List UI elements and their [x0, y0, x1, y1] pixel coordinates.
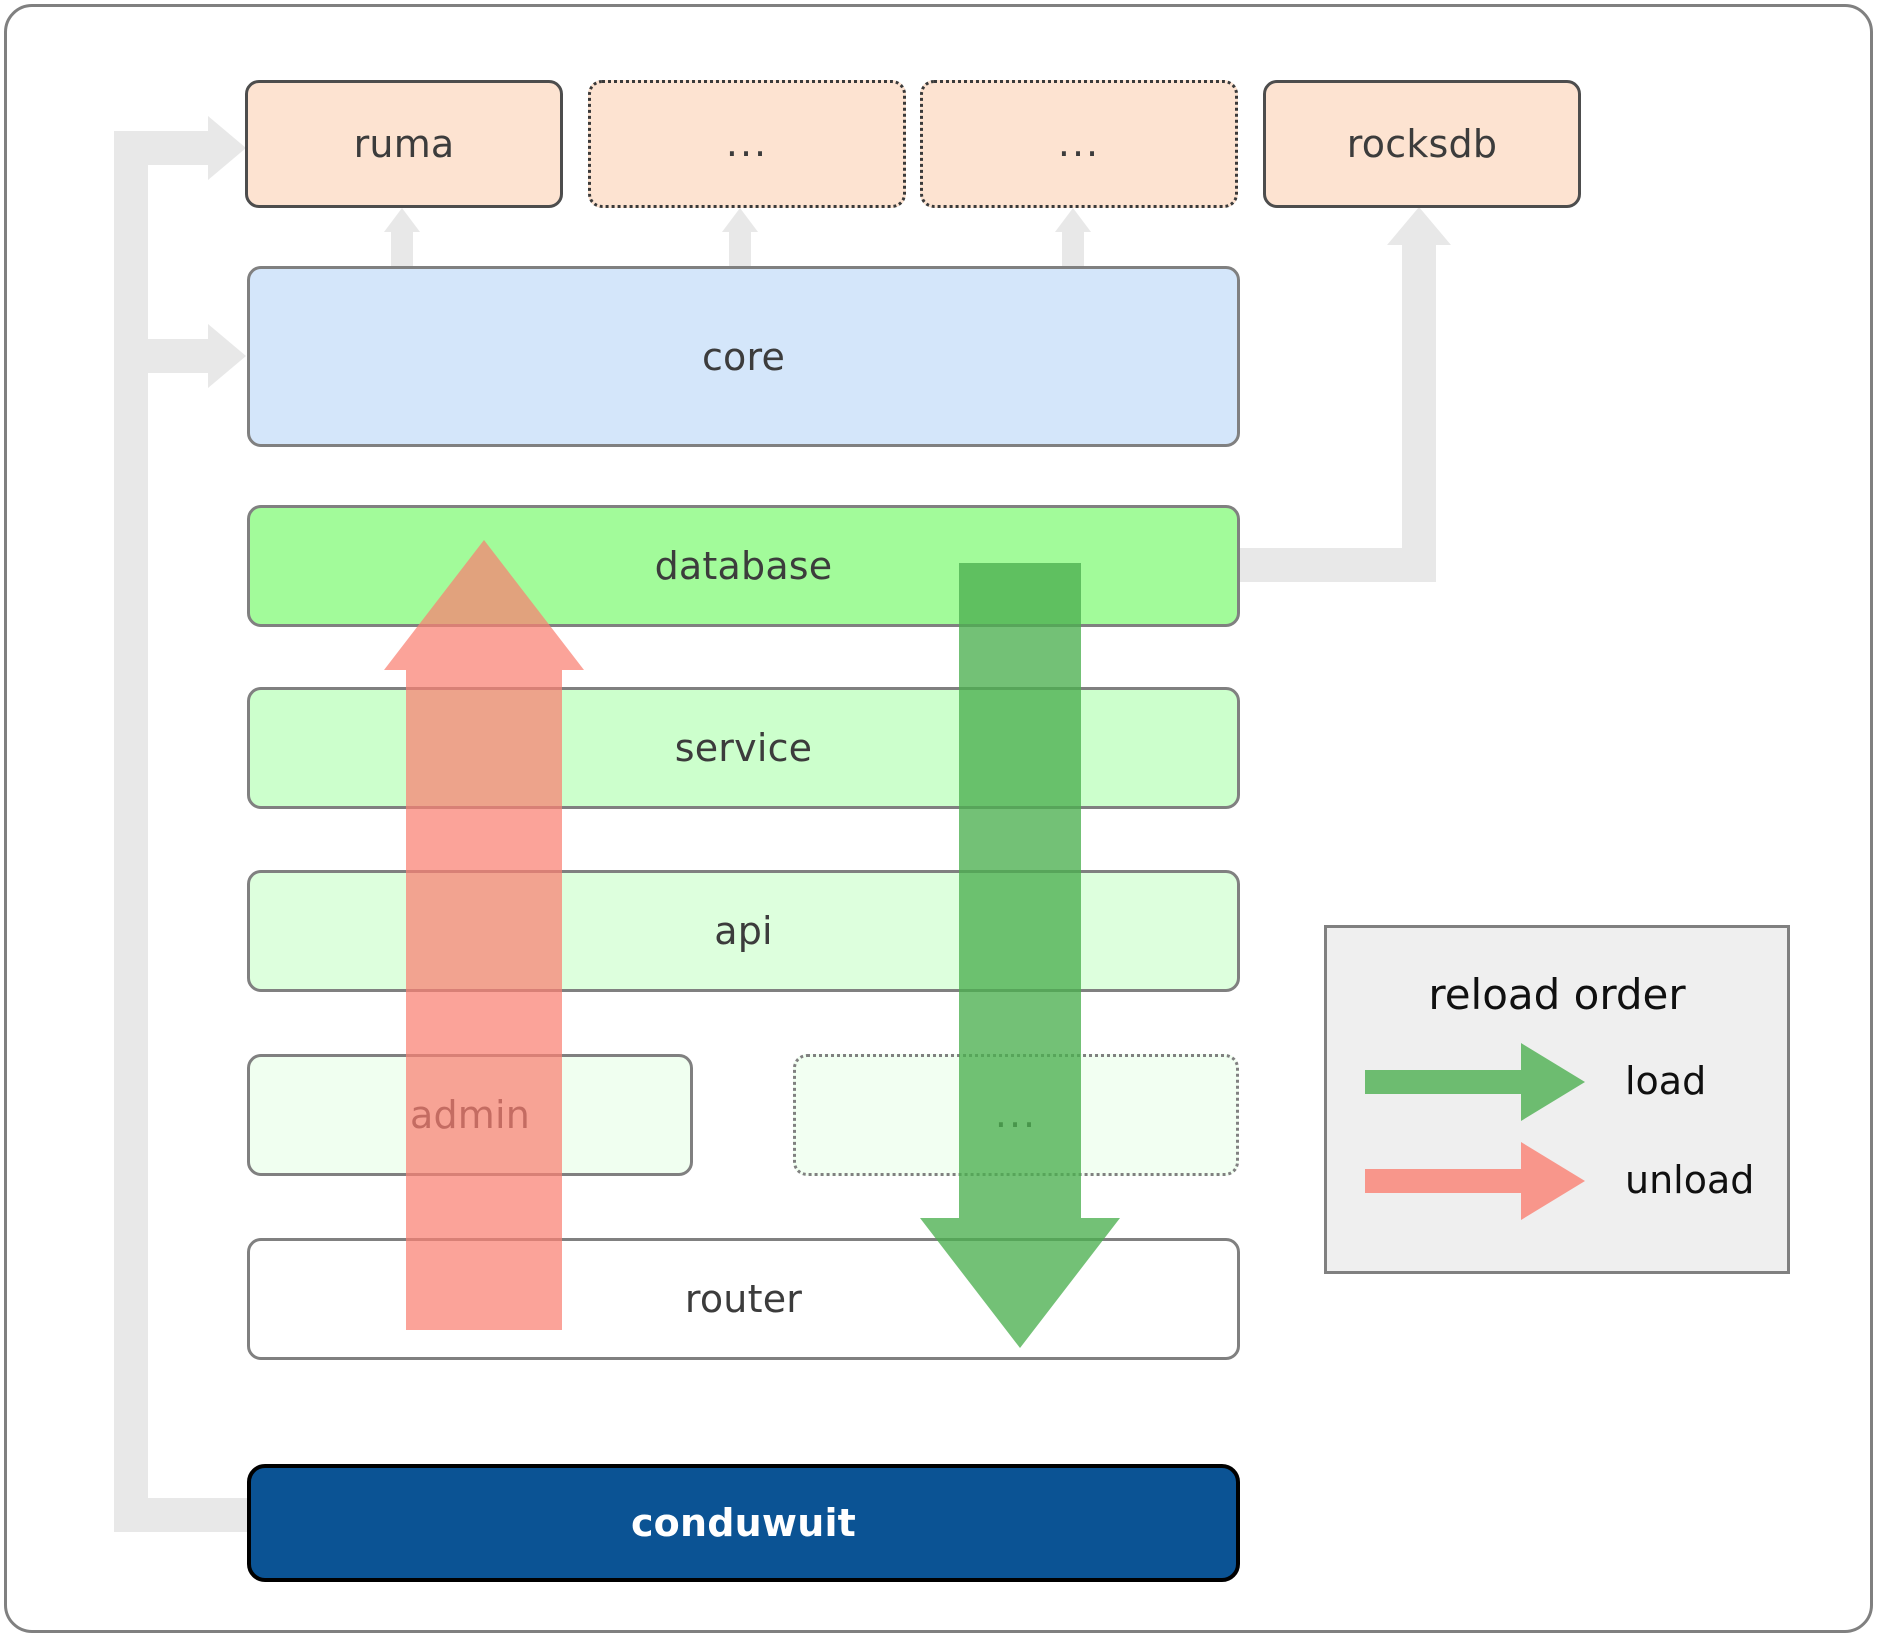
node-dep-ellipsis-1-label: ... — [725, 121, 769, 166]
connector-arrowhead-ruma — [208, 116, 246, 180]
node-rocksdb[interactable]: rocksdb — [1263, 80, 1581, 208]
connector-left-branch-core — [114, 339, 218, 373]
node-core-label: core — [701, 334, 786, 379]
connector-core-to-ruma-head — [384, 208, 420, 232]
node-database[interactable]: database — [247, 505, 1240, 627]
node-conduwuit-label: conduwuit — [630, 1501, 857, 1545]
connector-core-to-dep1-head — [722, 208, 758, 232]
node-api-label: api — [714, 909, 773, 953]
node-dep-ellipsis-2[interactable]: ... — [920, 80, 1238, 208]
node-conduwuit[interactable]: conduwuit — [247, 1464, 1240, 1582]
connector-database-horizontal — [1232, 548, 1420, 582]
connector-left-bottom-horizontal — [114, 1498, 248, 1532]
node-ruma[interactable]: ruma — [245, 80, 563, 208]
connector-arrowhead-rocksdb — [1387, 207, 1451, 245]
node-router[interactable]: router — [247, 1238, 1240, 1360]
legend-unload-label: unload — [1625, 1158, 1755, 1202]
connector-rocksdb-vertical — [1402, 245, 1436, 582]
node-sublayer-ellipsis[interactable]: ... — [793, 1054, 1239, 1176]
connector-left-branch-ruma — [114, 131, 218, 165]
legend-box: reload order load unload — [1324, 925, 1790, 1274]
node-sublayer-ellipsis-label: ... — [994, 1092, 1038, 1137]
diagram-frame — [4, 4, 1873, 1633]
node-dep-ellipsis-1[interactable]: ... — [588, 80, 906, 208]
connector-core-to-ruma-shaft — [391, 230, 413, 270]
legend-load-arrow — [1365, 1043, 1585, 1121]
node-router-label: router — [684, 1277, 803, 1321]
node-database-label: database — [654, 544, 833, 588]
node-ruma-label: ruma — [353, 122, 455, 166]
connector-core-to-dep2-head — [1055, 208, 1091, 232]
node-service-label: service — [674, 726, 813, 770]
node-service[interactable]: service — [247, 687, 1240, 809]
legend-title: reload order — [1428, 970, 1686, 1019]
node-core[interactable]: core — [247, 266, 1240, 447]
connector-core-to-dep1-shaft — [729, 230, 751, 270]
node-api[interactable]: api — [247, 870, 1240, 992]
node-dep-ellipsis-2-label: ... — [1057, 121, 1101, 166]
node-admin-label: admin — [409, 1093, 531, 1137]
connector-arrowhead-core — [208, 324, 246, 388]
legend-load-label: load — [1625, 1059, 1707, 1103]
node-rocksdb-label: rocksdb — [1346, 122, 1498, 166]
connector-core-to-dep2-shaft — [1062, 230, 1084, 270]
legend-unload-arrow — [1365, 1142, 1585, 1220]
node-admin[interactable]: admin — [247, 1054, 693, 1176]
